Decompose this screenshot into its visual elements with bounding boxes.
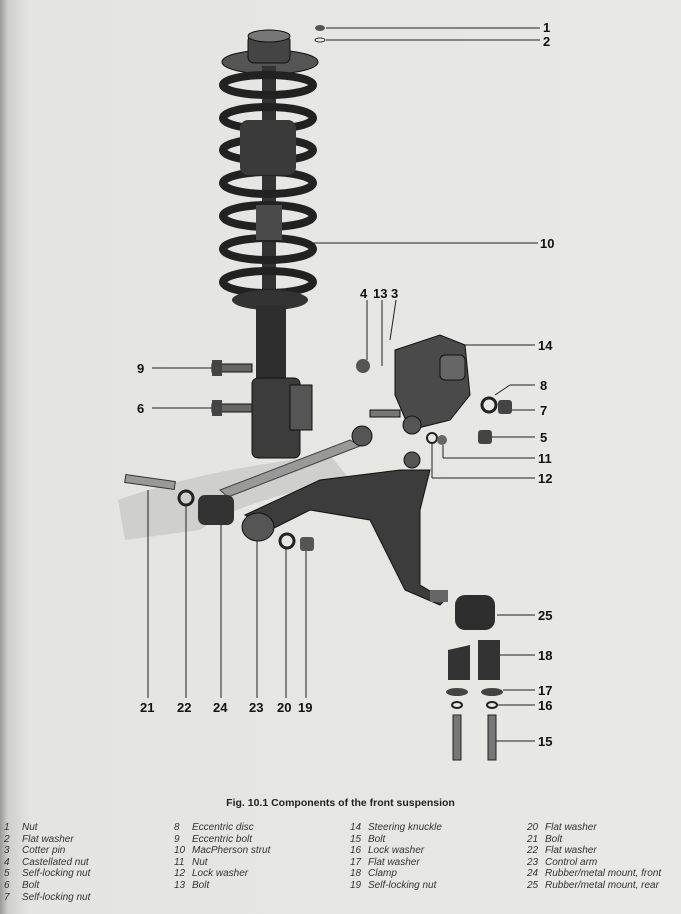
- callout-6: 6: [137, 401, 144, 416]
- callout-5: 5: [540, 430, 547, 445]
- callout-8: 8: [540, 378, 547, 393]
- callout-23: 23: [249, 700, 263, 715]
- control-arm: [241, 451, 448, 606]
- callout-12: 12: [538, 471, 552, 486]
- callout-18: 18: [538, 648, 552, 663]
- mount-rear: [455, 595, 495, 630]
- callout-2: 2: [543, 34, 550, 49]
- ghost-shadow: [118, 455, 350, 540]
- callout-14: 14: [538, 338, 553, 353]
- callout-13: 13: [373, 286, 387, 301]
- bolt-21: [124, 473, 176, 491]
- castellated-nut: [356, 359, 370, 373]
- callout-15: 15: [538, 734, 552, 749]
- callout-10: 10: [540, 236, 554, 251]
- callout-11: 11: [538, 451, 552, 466]
- steering-knuckle: [369, 334, 471, 435]
- callout-1: 1: [543, 20, 550, 35]
- bolt-9: [211, 360, 253, 376]
- bolt-6: [211, 400, 253, 416]
- leader-lines: [147, 27, 540, 742]
- callout-7: 7: [540, 403, 547, 418]
- callout-3: 3: [391, 286, 398, 301]
- callout-17: 17: [538, 683, 552, 698]
- callout-16: 16: [538, 698, 552, 713]
- callout-4: 4: [360, 286, 368, 301]
- callout-9: 9: [137, 361, 144, 376]
- mount-front: [198, 495, 234, 525]
- callout-24: 24: [213, 700, 228, 715]
- clamp: [448, 640, 500, 680]
- callout-25: 25: [538, 608, 552, 623]
- callout-20: 20: [277, 700, 291, 715]
- callout-21: 21: [140, 700, 154, 715]
- callout-19: 19: [298, 700, 312, 715]
- callout-22: 22: [177, 700, 191, 715]
- macpherson-strut: [219, 29, 319, 459]
- figure-caption: Fig. 10.1 Components of the front suspen…: [226, 797, 455, 809]
